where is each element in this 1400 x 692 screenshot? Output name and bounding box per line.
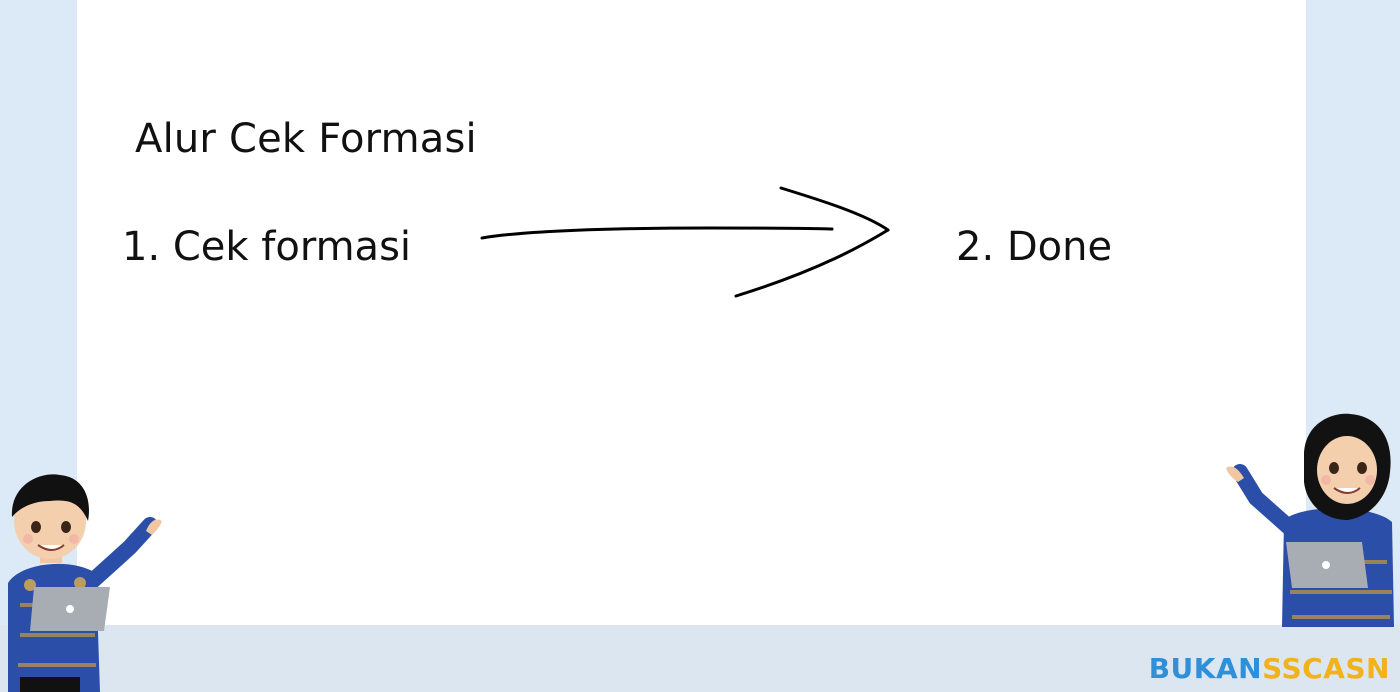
- watermark-part-2: SSCASN: [1262, 652, 1390, 685]
- step-1-label: 1. Cek formasi: [122, 224, 412, 270]
- slide-title: Alur Cek Formasi: [135, 116, 477, 162]
- female-presenter-illustration: [1226, 413, 1394, 627]
- watermark-logo: BUKANSSCASN: [1149, 652, 1390, 685]
- whiteboard: [77, 0, 1306, 625]
- hand-drawn-arrow-icon: [480, 186, 890, 298]
- watermark-part-1: BUKAN: [1148, 652, 1263, 685]
- bottom-band: [0, 625, 1400, 692]
- step-2-label: 2. Done: [956, 224, 1113, 270]
- male-presenter-illustration: [8, 474, 162, 692]
